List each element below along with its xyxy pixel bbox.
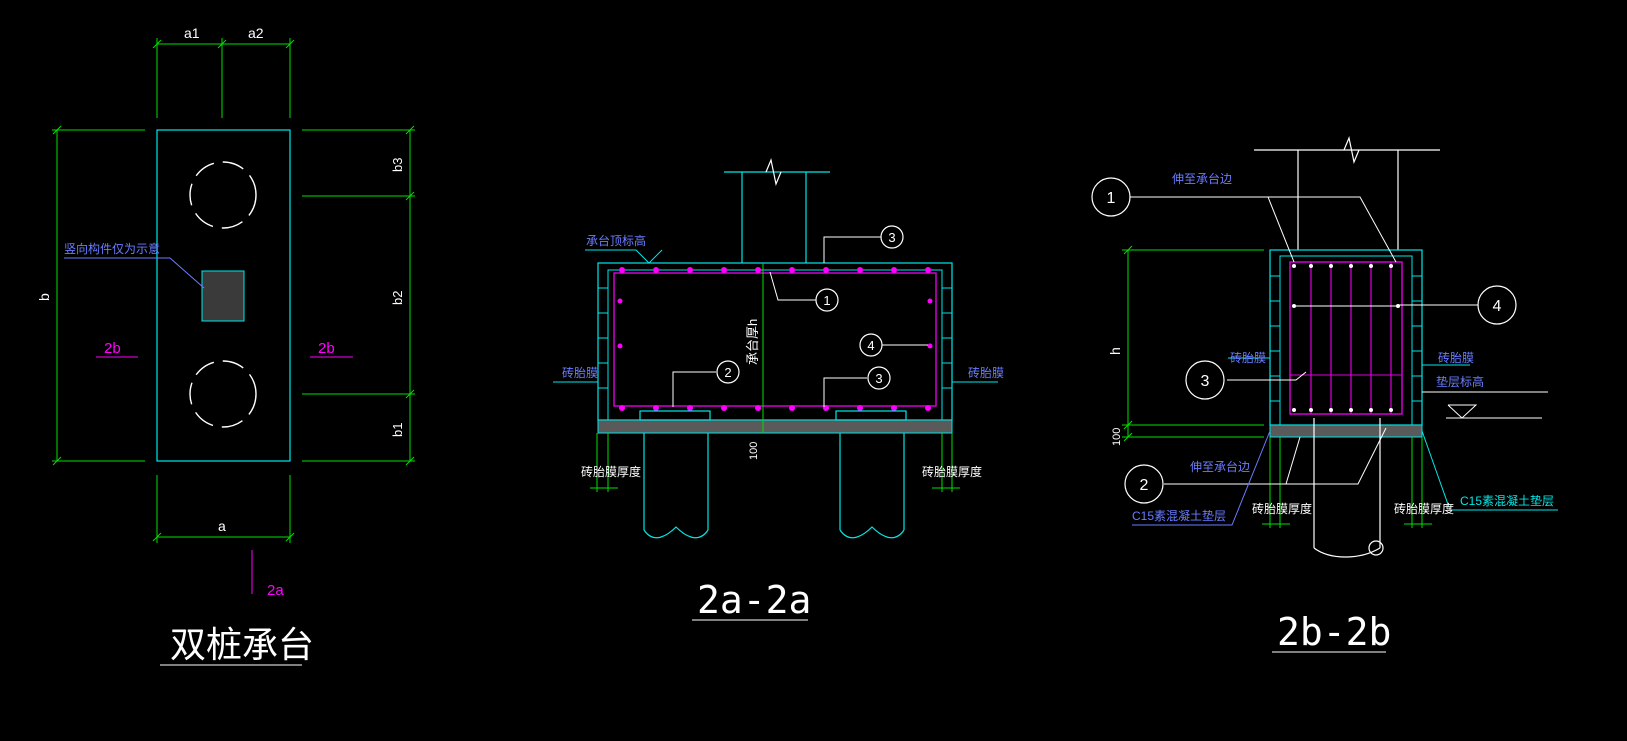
- section-b-inner: [1279, 255, 1413, 426]
- section-a-left-label: 砖胎膜: [562, 365, 598, 380]
- plan-title: 双桩承台: [170, 624, 314, 665]
- section-b-callout-2: 2: [1140, 477, 1149, 494]
- plan-column-note: 竖向构件仅为示意: [64, 241, 160, 256]
- plan-pile-top: [189, 161, 257, 229]
- section-b-pile: [1313, 418, 1384, 558]
- section-a-height-label: 承台厚h: [745, 319, 760, 365]
- section-a-outer: [597, 262, 953, 421]
- plan-pile-bottom: [189, 360, 257, 428]
- section-b-cushion-leader-right: [1421, 430, 1558, 511]
- section-b-cushion: [1269, 424, 1423, 438]
- plan-dim-a1: a1: [184, 25, 200, 41]
- section-b-callout-1: 1: [1107, 190, 1116, 207]
- plan-column: [201, 270, 245, 322]
- section-b-break-mark: [1343, 135, 1360, 165]
- plan-column-leader: [64, 257, 205, 289]
- section-b-rebar-dots: [1292, 264, 1400, 412]
- section-b-callout-circles: [1091, 177, 1517, 504]
- plan-dim-b3: b3: [390, 158, 405, 172]
- section-a-callout-1: 1: [823, 293, 830, 308]
- section-b-outer: [1269, 249, 1423, 426]
- plan-dimensions: [52, 38, 415, 543]
- plan-dim-b2: b2: [390, 291, 405, 305]
- section-b-leaders: [1130, 196, 1480, 485]
- section-a-bottom-ticks: [590, 433, 960, 492]
- section-b-callout-4: 4: [1493, 298, 1502, 315]
- section-a-callout-3-bottom: 3: [875, 371, 882, 386]
- plan-section-bottom: 2a: [267, 582, 284, 599]
- section-b-dim-100: 100: [1111, 428, 1123, 446]
- section-b-cushion-left: C15素混凝土垫层: [1132, 508, 1226, 523]
- section-a-callout-3-top: 3: [888, 230, 895, 245]
- section-b-view: [1091, 135, 1558, 653]
- plan-section-left: 2b: [104, 340, 121, 357]
- section-b-column: [1254, 149, 1440, 250]
- section-a-break-mark: [765, 157, 782, 187]
- section-a-rebar-cage: [613, 272, 937, 407]
- section-a-callout-2: 2: [724, 365, 731, 380]
- section-a-bottom-dim: 100: [748, 442, 760, 460]
- section-b-top-label: 伸至承台边: [1172, 171, 1232, 186]
- section-b-level-label: 垫层标高: [1436, 374, 1484, 389]
- section-b-cushion-right: C15素混凝土垫层: [1460, 493, 1554, 508]
- section-b-right-label: 砖胎膜: [1438, 350, 1474, 365]
- section-b-rebar-verticals: [1310, 262, 1392, 414]
- section-a-right-label: 砖胎膜: [968, 365, 1004, 380]
- section-a-bottom-right-label: 砖胎膜厚度: [922, 464, 982, 479]
- section-b-bottom-right-label: 砖胎膜厚度: [1394, 501, 1454, 516]
- section-b-bottom-left-label: 砖胎膜厚度: [1252, 501, 1312, 516]
- section-a-brick-marks: [598, 287, 952, 389]
- plan-section-right: 2b: [318, 340, 335, 357]
- section-b-mid-label: 伸至承台边: [1190, 459, 1250, 474]
- section-b-rebar-cage: [1289, 261, 1403, 415]
- section-b-dimensions: [1122, 245, 1432, 528]
- section-b-callout-3: 3: [1201, 373, 1210, 390]
- section-b-left-label: 砖胎膜: [1230, 350, 1266, 365]
- plan-cap-outline: [156, 129, 291, 462]
- section-b-cushion-leader-left: [1132, 430, 1271, 526]
- section-b-title: 2b-2b: [1277, 610, 1391, 654]
- section-a-callout-circles: [716, 225, 904, 390]
- plan-dim-b: b: [36, 293, 52, 301]
- section-a-cushion: [597, 419, 953, 434]
- section-a-title: 2a-2a: [697, 578, 811, 622]
- section-a-callout-4: 4: [867, 338, 874, 353]
- plan-dim-a: a: [218, 518, 226, 534]
- section-a-column: [724, 171, 830, 263]
- section-a-top-label: 承台顶标高: [586, 233, 646, 248]
- section-a-bottom-left-label: 砖胎膜厚度: [581, 464, 641, 479]
- section-a-top-level-mark: [585, 249, 663, 264]
- section-a-piles: [639, 410, 907, 539]
- plan-view: [52, 38, 415, 666]
- section-b-level-triangle: [1447, 404, 1478, 419]
- section-a-rebar-dots: [617, 267, 933, 411]
- section-b-dim-h: h: [1107, 347, 1123, 355]
- section-a-view: [553, 157, 998, 621]
- plan-dim-b1: b1: [390, 423, 405, 437]
- plan-dim-a2: a2: [248, 25, 264, 41]
- section-b-brick-marks: [1270, 275, 1422, 402]
